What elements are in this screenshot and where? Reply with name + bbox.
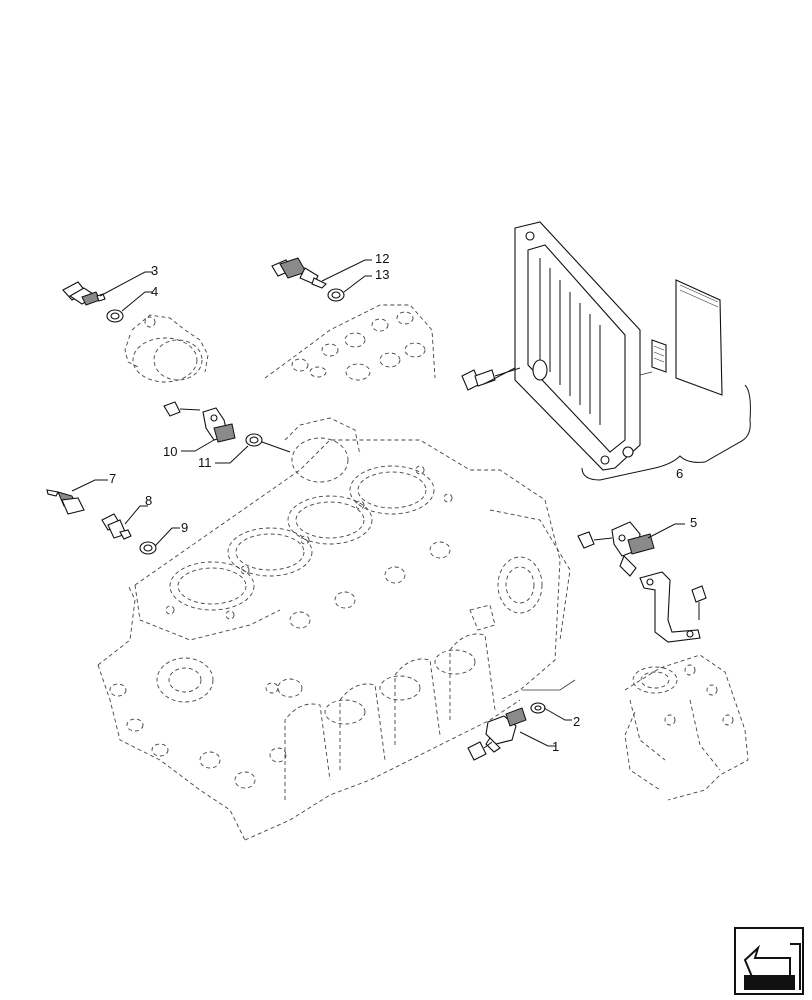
- callout-5: 5: [690, 515, 697, 530]
- callout-4: 4: [151, 284, 158, 299]
- leader-lines: [71, 259, 685, 747]
- temperature-sensor: [271, 257, 327, 289]
- ecu-mounting-bolt: [461, 367, 521, 391]
- sealing-washer-4: [106, 309, 124, 323]
- camshaft-sensor-5: [611, 521, 655, 577]
- callout-labels: 1 2 3 4 5 6 7 8 9 10 11 12 13: [109, 251, 697, 754]
- sensor-10-bolt: [163, 401, 201, 417]
- sensor-5-bolt: [577, 531, 613, 549]
- callout-1: 1: [552, 739, 559, 754]
- next-page-arrow-icon[interactable]: [734, 927, 804, 995]
- speed-sensor-10: [202, 407, 236, 443]
- o-ring-11: [245, 433, 291, 453]
- sealing-washer-13: [327, 288, 345, 302]
- sensor-1-location-line: [522, 679, 576, 691]
- housing-fragment-phantom: [624, 654, 749, 801]
- sensor-5-bracket: [639, 571, 701, 643]
- callout-8: 8: [145, 493, 152, 508]
- callout-3: 3: [151, 263, 158, 278]
- ecu-label-plate: [639, 279, 723, 396]
- bracket-bolt: [691, 585, 707, 620]
- part-6-bracket: [581, 384, 751, 481]
- crank-speed-sensor-1: [485, 707, 527, 753]
- callout-10: 10: [163, 444, 177, 459]
- callout-12: 12: [375, 251, 389, 266]
- o-ring-2: [530, 702, 546, 714]
- engine-block-phantom: [97, 417, 571, 841]
- callout-11: 11: [198, 455, 212, 470]
- callout-9: 9: [181, 520, 188, 535]
- oil-filter-head-phantom: [124, 314, 209, 383]
- pressure-switch-7: [46, 489, 85, 515]
- cylinder-head-phantom: [264, 304, 436, 381]
- oil-pressure-sensor: [62, 281, 106, 306]
- sensor-1-bolt: [467, 741, 493, 761]
- washer-9: [139, 541, 157, 555]
- callout-7: 7: [109, 471, 116, 486]
- temperature-sender-8: [101, 513, 132, 540]
- callout-2: 2: [573, 714, 580, 729]
- ecu-control-unit: [514, 221, 641, 471]
- callout-6: 6: [676, 466, 683, 481]
- callout-13: 13: [375, 267, 389, 282]
